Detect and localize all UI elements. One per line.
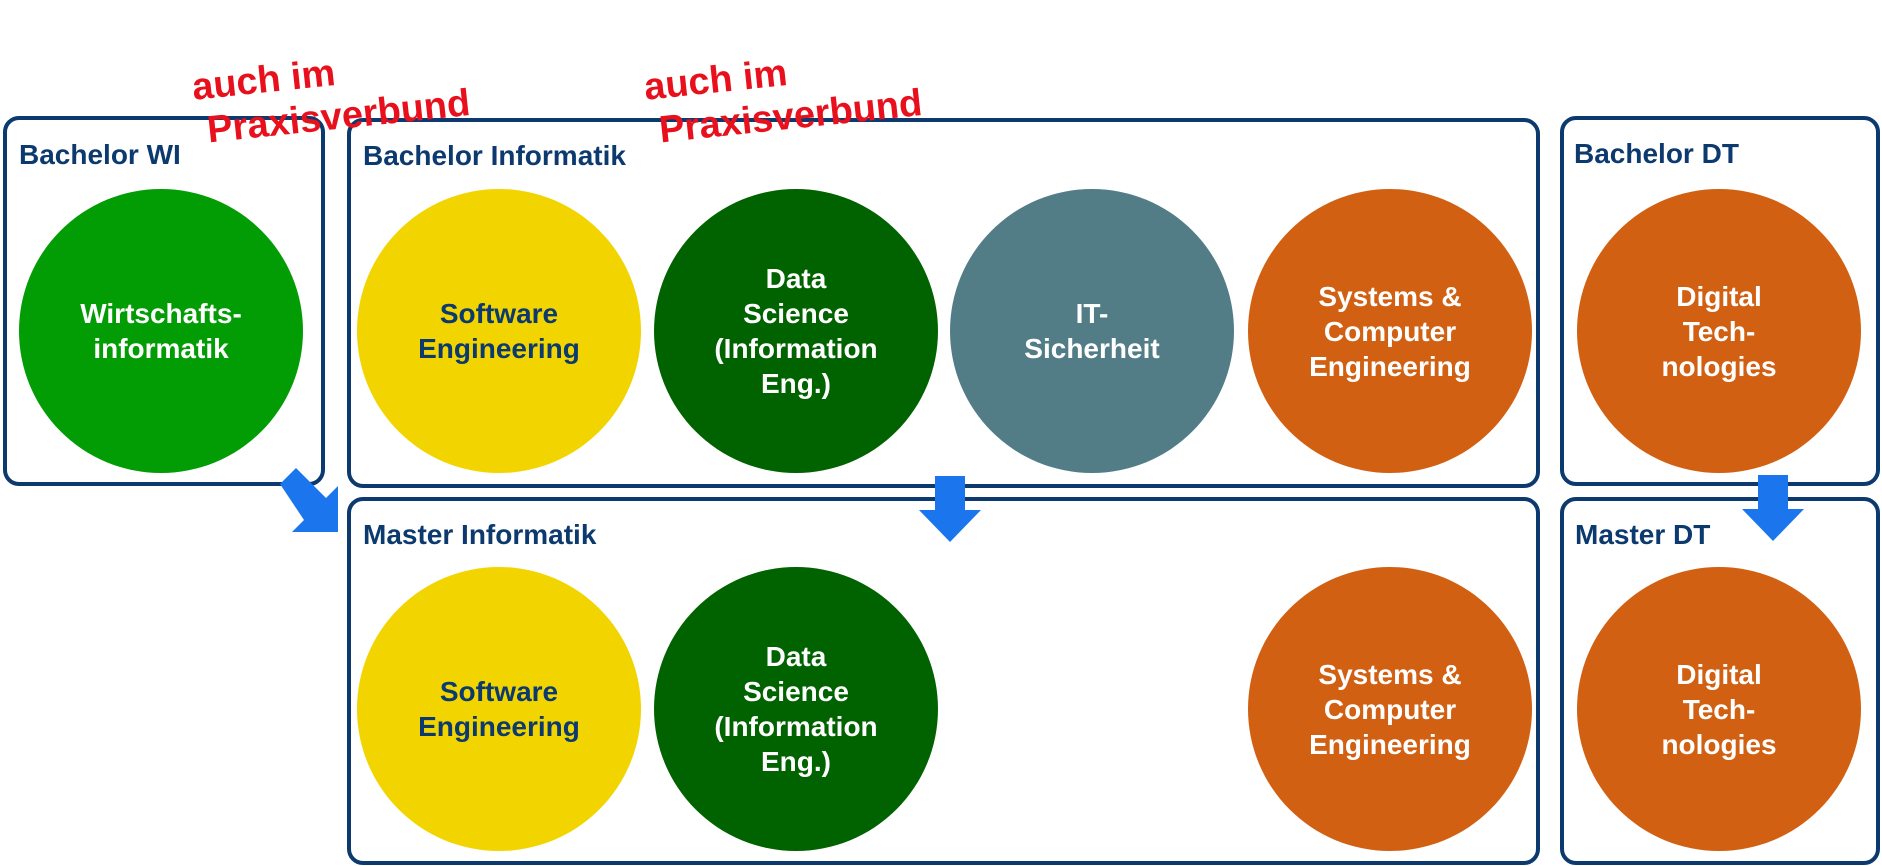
bachelor-dt-title: Bachelor DT: [1574, 138, 1739, 169]
bachelor-software-engineering-circle: Software Engineering: [357, 189, 641, 473]
master-data-science-circle: Data Science (Information Eng.): [654, 567, 938, 851]
master-informatik-title: Master Informatik: [363, 519, 597, 550]
bachelor-data-science-circle: Data Science (Information Eng.): [654, 189, 938, 473]
dt-down-arrow-icon: [1742, 475, 1804, 541]
informatik-down-arrow-icon: [919, 476, 981, 542]
bachelor-wi-title: Bachelor WI: [19, 139, 181, 170]
wirtschaftsinformatik-circle: Wirtschafts- informatik: [19, 189, 303, 473]
diagonal-arrow-icon: [280, 468, 338, 532]
master-dt-title: Master DT: [1575, 519, 1711, 550]
bachelor-informatik-title: Bachelor Informatik: [363, 140, 626, 171]
bachelor-digital-technologies-circle: Digital Tech- nologies: [1577, 189, 1861, 473]
master-digital-technologies-circle: Digital Tech- nologies: [1577, 567, 1861, 851]
it-sicherheit-circle: IT- Sicherheit: [950, 189, 1234, 473]
bachelor-systems-computer-engineering-circle: Systems & Computer Engineering: [1248, 189, 1532, 473]
master-systems-computer-engineering-circle: Systems & Computer Engineering: [1248, 567, 1532, 851]
master-software-engineering-circle: Software Engineering: [357, 567, 641, 851]
